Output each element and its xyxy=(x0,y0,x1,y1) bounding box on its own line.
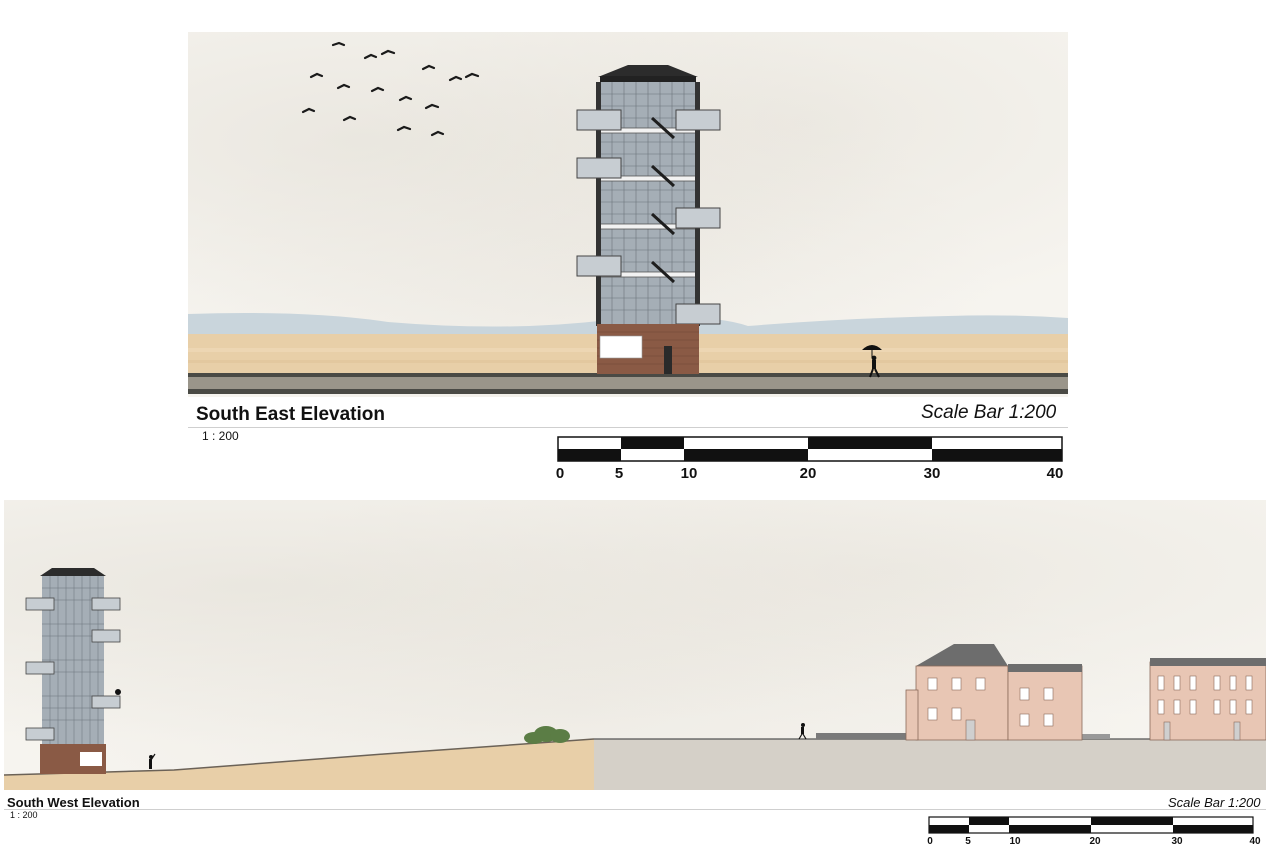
tower-roof xyxy=(598,65,698,77)
sw-tick-30: 30 xyxy=(1171,836,1183,847)
bush xyxy=(524,726,570,744)
south-west-divider xyxy=(4,809,1266,810)
sw-tick-10: 10 xyxy=(1009,836,1021,847)
house-gabled xyxy=(905,644,1083,741)
south-west-scale-text: 1 : 200 xyxy=(10,810,38,820)
se-tick-5: 5 xyxy=(614,465,624,482)
pedestrian-with-umbrella xyxy=(862,345,882,378)
tower xyxy=(576,65,721,374)
sw-tick-40: 40 xyxy=(1249,836,1261,847)
south-east-scale-bar xyxy=(557,436,1063,462)
tower-door xyxy=(664,346,672,374)
south-west-title: South West Elevation xyxy=(7,795,140,810)
south-west-elevation-drawing xyxy=(4,568,1266,790)
sw-tick-20: 20 xyxy=(1089,836,1101,847)
south-east-title: South East Elevation xyxy=(196,404,385,425)
se-tick-40: 40 xyxy=(1046,465,1064,482)
south-west-scale-bar xyxy=(928,816,1254,834)
tower-small xyxy=(25,568,121,774)
south-east-elevation-panel xyxy=(188,32,1068,397)
south-west-scale-bar-label: Scale Bar 1:200 xyxy=(1168,795,1261,810)
south-east-scale-text: 1 : 200 xyxy=(202,429,239,443)
sw-tick-5: 5 xyxy=(965,836,971,847)
birds-flock xyxy=(301,41,480,137)
balconies xyxy=(576,109,721,325)
pavement xyxy=(594,739,1266,790)
sloped-terrain xyxy=(4,739,594,790)
south-east-elevation-drawing xyxy=(188,41,1068,394)
se-tick-20: 20 xyxy=(799,465,817,482)
house-windows xyxy=(927,677,1054,741)
se-tick-30: 30 xyxy=(923,465,941,482)
person-walking xyxy=(798,723,807,740)
south-east-divider xyxy=(188,427,1068,428)
sw-tick-0: 0 xyxy=(927,836,933,847)
south-east-scale-bar-label: Scale Bar 1:200 xyxy=(921,402,1057,423)
person-by-tower xyxy=(149,753,156,769)
se-tick-10: 10 xyxy=(680,465,698,482)
se-tick-0: 0 xyxy=(555,465,565,482)
south-west-elevation-panel xyxy=(4,500,1266,790)
